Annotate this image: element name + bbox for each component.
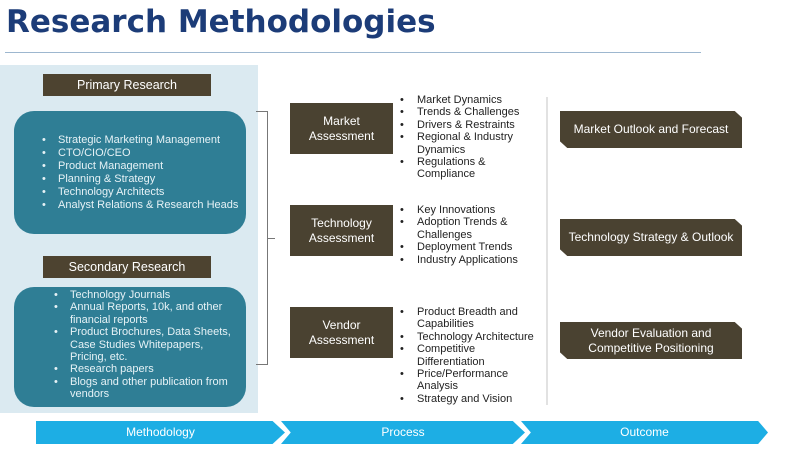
page-title: Research Methodologies — [6, 4, 436, 40]
list-item: Regional & Industry Dynamics — [400, 131, 545, 156]
secondary-research-list: Technology JournalsAnnual Reports, 10k, … — [54, 289, 234, 401]
list-item: Planning & Strategy — [42, 173, 246, 186]
list-item: Adoption Trends & Challenges — [400, 216, 545, 241]
vendor-assessment-box: Vendor Assessment — [290, 307, 393, 358]
list-item: Industry Applications — [400, 254, 545, 267]
list-item: Strategy and Vision — [400, 393, 545, 406]
list-item: Technology Journals — [54, 289, 234, 302]
list-item: Strategic Marketing Management — [42, 134, 246, 147]
list-item: Deployment Trends — [400, 241, 545, 254]
list-item: Competitive Differentiation — [400, 343, 545, 368]
list-item: Analyst Relations & Research Heads — [42, 199, 246, 212]
list-item: Technology Architecture — [400, 331, 545, 344]
list-item: Technology Architects — [42, 186, 246, 199]
list-item: Market Dynamics — [400, 94, 545, 107]
list-item: Annual Reports, 10k, and other financial… — [54, 301, 234, 326]
bracket — [256, 111, 275, 365]
list-item: Product Breadth and Capabilities — [400, 306, 545, 331]
secondary-research-box: Technology JournalsAnnual Reports, 10k, … — [14, 287, 246, 407]
title-divider — [5, 52, 701, 53]
stage-process: Process — [281, 421, 525, 444]
list-item: Key Innovations — [400, 204, 545, 217]
list-item: CTO/CIO/CEO — [42, 147, 246, 160]
secondary-research-header: Secondary Research — [43, 256, 211, 278]
list-item: Price/Performance Analysis — [400, 368, 545, 393]
technology-assessment-box: Technology Assessment — [290, 205, 393, 256]
list-item: Product Brochures, Data Sheets, Case Stu… — [54, 326, 234, 363]
stage-outcome: Outcome — [521, 421, 768, 444]
primary-research-box: Strategic Marketing ManagementCTO/CIO/CE… — [14, 111, 246, 234]
outcome-market-outlook: Market Outlook and Forecast — [560, 111, 742, 148]
primary-research-header: Primary Research — [43, 74, 211, 96]
list-item: Trends & Challenges — [400, 106, 545, 119]
outcome-vendor-evaluation: Vendor Evaluation and Competitive Positi… — [560, 322, 742, 359]
technology-assessment-list: Key InnovationsAdoption Trends & Challen… — [400, 204, 545, 266]
list-item: Research papers — [54, 363, 234, 376]
list-item: Product Management — [42, 160, 246, 173]
market-assessment-box: Market Assessment — [290, 103, 393, 154]
process-outcome-divider — [546, 97, 548, 405]
list-item: Drivers & Restraints — [400, 119, 545, 132]
primary-research-list: Strategic Marketing ManagementCTO/CIO/CE… — [42, 134, 246, 212]
stage-methodology: Methodology — [36, 421, 285, 444]
outcome-technology-strategy: Technology Strategy & Outlook — [560, 219, 742, 256]
list-item: Regulations & Compliance — [400, 156, 545, 181]
market-assessment-list: Market DynamicsTrends & ChallengesDriver… — [400, 94, 545, 181]
vendor-assessment-list: Product Breadth and CapabilitiesTechnolo… — [400, 306, 545, 406]
list-item: Blogs and other publication from vendors — [54, 376, 234, 401]
